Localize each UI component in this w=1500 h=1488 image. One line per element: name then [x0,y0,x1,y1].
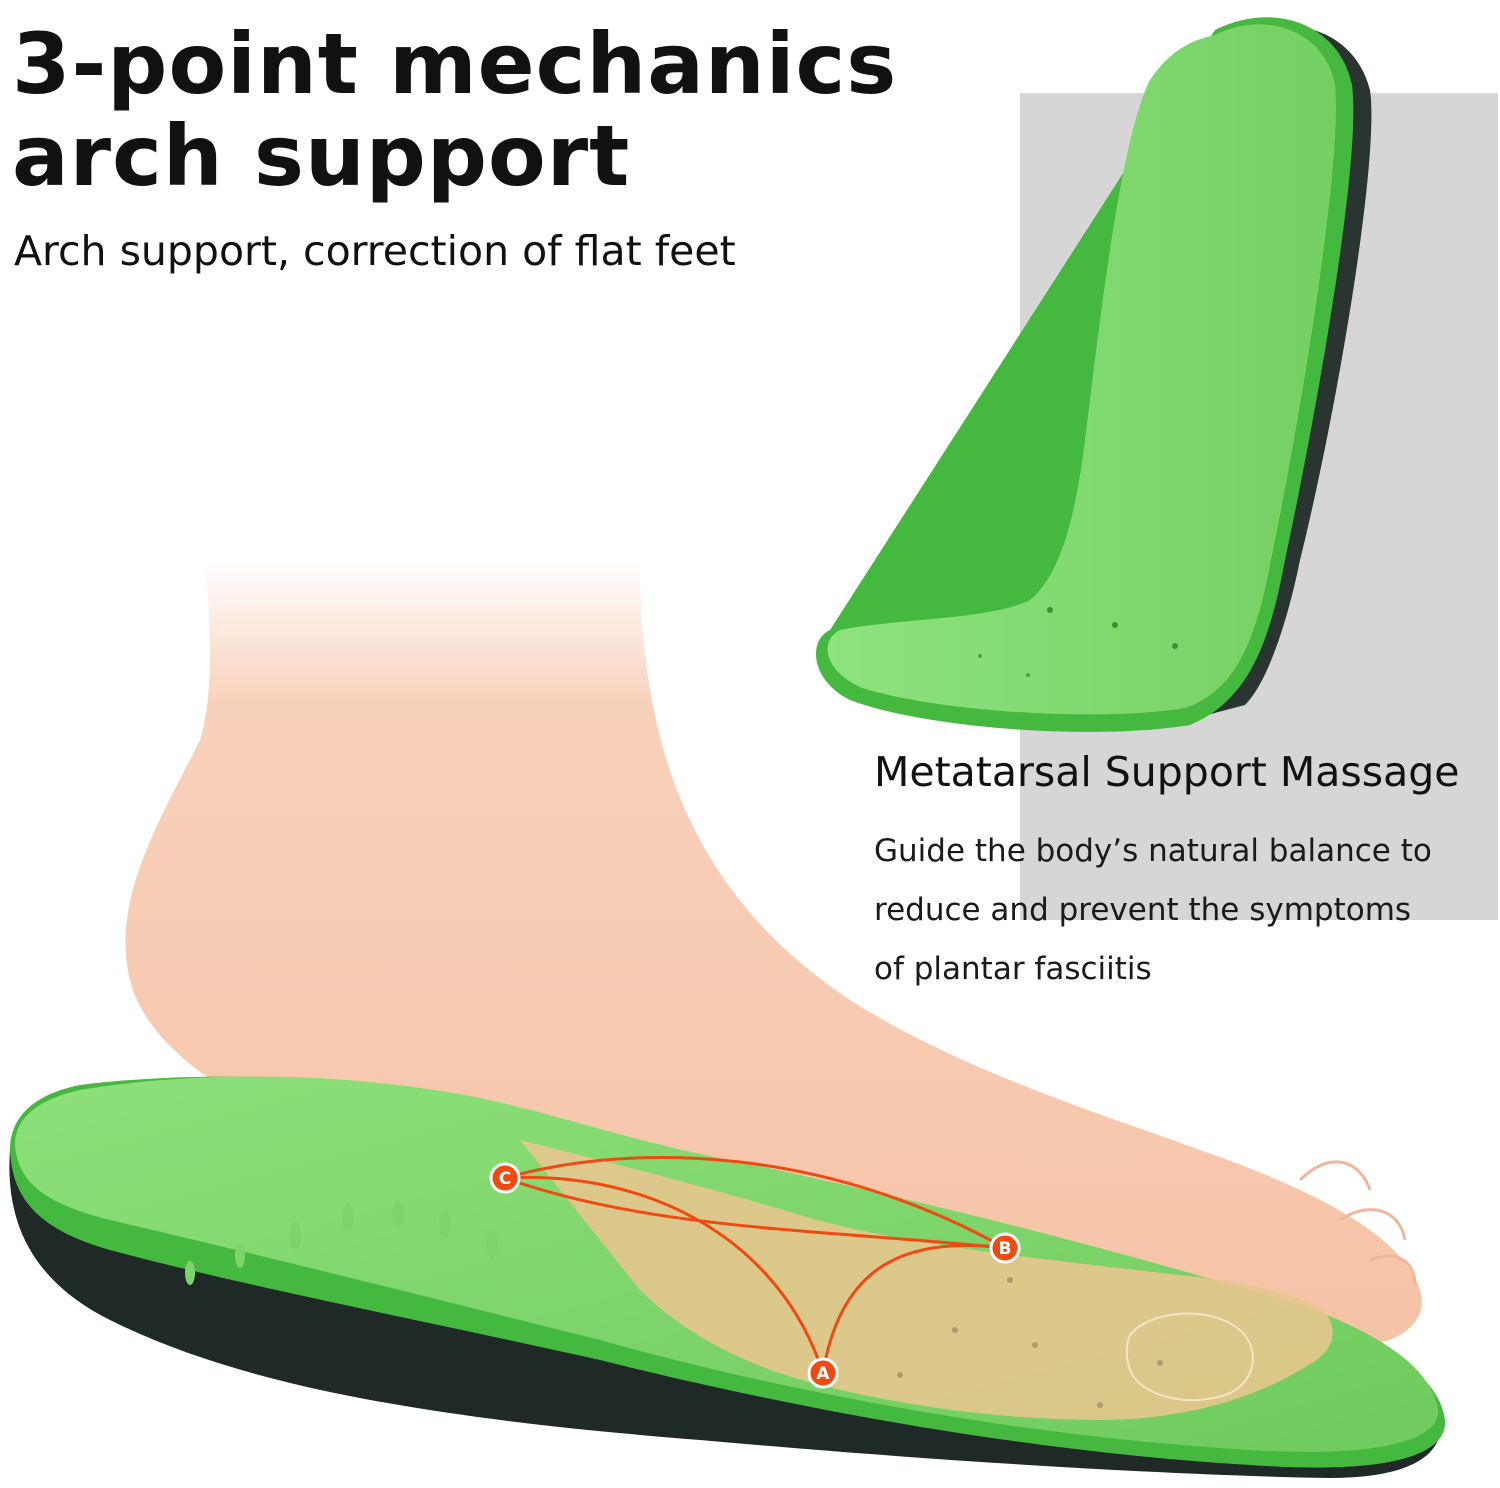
support-point-b-marker: B [989,1232,1021,1264]
main-insole [9,1076,1446,1478]
support-line-c-b [504,1155,1006,1250]
support-point-c-label: C [499,1169,511,1189]
drain-slot [235,1242,245,1268]
vent-hole [1047,607,1053,613]
drain-slot [392,1201,404,1229]
support-point-a-marker: A [807,1357,839,1389]
vent-hole [1097,1402,1103,1408]
feature-description: Guide the body’s natural balance to redu… [874,822,1474,999]
upright-insole-surface [827,24,1336,715]
subheadline: Arch support, correction of flat feet [14,227,736,275]
support-line-c-a [504,1175,825,1374]
support-point-c-marker: C [489,1162,521,1194]
feature-title: Metatarsal Support Massage [874,748,1460,796]
support-point-b-label: B [999,1239,1012,1259]
headline-line-1: 3-point mechanics [12,15,898,113]
drain-slot [486,1231,498,1259]
vent-hole [1026,673,1030,677]
toe-outline [1298,1160,1417,1286]
arch-contact-zone [520,1140,1333,1420]
vent-hole [978,654,982,658]
vent-hole [1007,1277,1013,1283]
drain-slot [289,1222,301,1250]
drain-slot [185,1261,195,1285]
feature-description-line-2: reduce and prevent the symptoms [874,892,1412,928]
drain-slot [342,1204,354,1232]
vent-hole [1112,622,1118,628]
vent-hole [1172,643,1178,649]
drain-slot [439,1211,451,1239]
headline-line-2: arch support [12,107,631,205]
support-point-a-label: A [816,1364,830,1384]
feature-description-line-3: of plantar fasciitis [874,951,1152,987]
vent-hole [952,1327,958,1333]
heel-cup-ring [1125,1312,1254,1402]
feature-description-line-1: Guide the body’s natural balance to [874,833,1432,869]
vent-hole [897,1372,903,1378]
support-lines [504,1155,1006,1374]
vent-hole [1032,1342,1038,1348]
support-line-b-a [821,1243,1006,1374]
headline: 3-point mechanics arch support [12,18,897,202]
vent-hole [1157,1360,1163,1366]
upright-insole [816,17,1372,732]
support-line-c-b-inner [504,1176,1006,1250]
